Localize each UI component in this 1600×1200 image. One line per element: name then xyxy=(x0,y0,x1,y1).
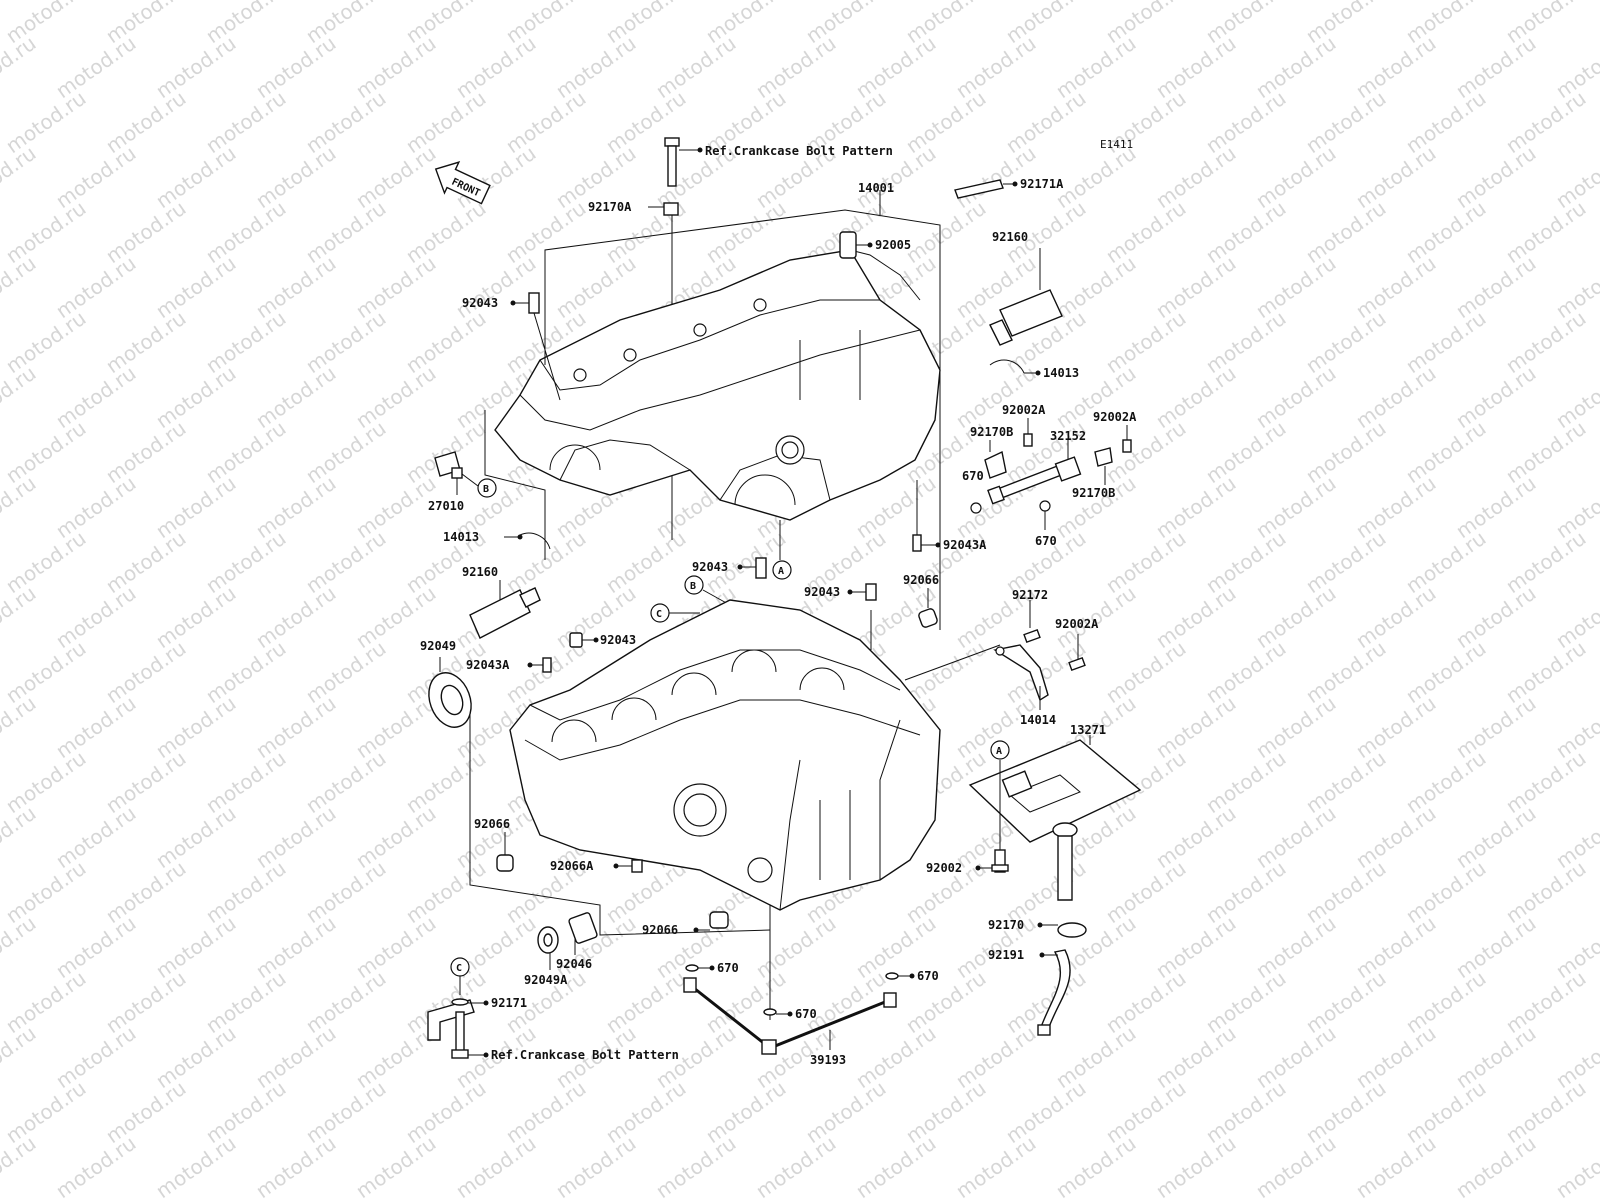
diagram-code: E1411 xyxy=(1100,138,1133,151)
part-14014-group: 92172 92002A 14014 xyxy=(993,588,1099,727)
label-14001: 14001 xyxy=(858,181,894,195)
upper-case-frame-left xyxy=(484,410,546,560)
label-670-a: 670 xyxy=(962,469,984,483)
label-92171: 92171 xyxy=(491,996,527,1010)
part-27010: B 27010 xyxy=(428,451,497,513)
label-92046: 92046 xyxy=(556,957,592,971)
label-14013-left: 14013 xyxy=(443,530,479,544)
label-14014: 14014 xyxy=(1020,713,1056,727)
part-92160-right: 92160 xyxy=(989,230,1063,346)
label-92002A-a: 92002A xyxy=(1002,403,1046,417)
label-92043-upper-left: 92043 xyxy=(462,296,498,310)
part-92171-bracket: C 92171 Ref.Crankcase Bolt Pattern xyxy=(427,957,679,1062)
marker-a-upper: A xyxy=(778,566,784,577)
part-39193-pipe: 670 670 670 39193 xyxy=(683,961,939,1067)
part-92005: 92005 xyxy=(839,231,911,259)
marker-b-lower: B xyxy=(690,581,696,592)
label-92160-right: 92160 xyxy=(992,230,1028,244)
label-92043A-left: 92043A xyxy=(466,658,510,672)
label-670-c: 670 xyxy=(717,961,739,975)
part-92066-c: 92066 xyxy=(642,911,729,937)
part-92043-upper-left: 92043 xyxy=(462,292,561,401)
label-92170A-top: 92170A xyxy=(588,200,632,214)
part-92043-b: 92043 xyxy=(804,583,877,650)
label-92043-mid: 92043 xyxy=(692,560,728,574)
part-92002: 92002 xyxy=(926,770,1009,875)
marker-b-sensor: B xyxy=(483,484,489,495)
label-670-d: 670 xyxy=(917,969,939,983)
label-92049A: 92049A xyxy=(524,973,568,987)
top-ref-label: Ref.Crankcase Bolt Pattern xyxy=(705,144,893,158)
part-92171A: 92171A xyxy=(954,177,1064,199)
label-92066-c: 92066 xyxy=(642,923,678,937)
label-27010: 27010 xyxy=(428,499,464,513)
label-13271: 13271 xyxy=(1070,723,1106,737)
label-92066A: 92066A xyxy=(550,859,594,873)
part-92066-a: 92066 xyxy=(903,573,939,628)
label-92002: 92002 xyxy=(926,861,962,875)
part-92043A-right: 92043A xyxy=(912,480,987,552)
label-92005: 92005 xyxy=(875,238,911,252)
label-39193: 39193 xyxy=(810,1053,846,1067)
label-92160-left: 92160 xyxy=(462,565,498,579)
part-92191-hose: 92170 92191 xyxy=(988,918,1087,1036)
label-670-b: 670 xyxy=(1035,534,1057,548)
label-92066-b: 92066 xyxy=(474,817,510,831)
label-92170: 92170 xyxy=(988,918,1024,932)
part-92049: 92049 xyxy=(420,639,472,728)
label-92191: 92191 xyxy=(988,948,1024,962)
label-92170B-b: 92170B xyxy=(1072,486,1115,500)
label-14013-right: 14013 xyxy=(1043,366,1079,380)
label-92043-c: 92043 xyxy=(600,633,636,647)
part-32152-pipe: 92002A 92002A 92170B 32152 670 92170B 67… xyxy=(962,403,1137,548)
label-92002A-c: 92002A xyxy=(1055,617,1099,631)
label-92171A: 92171A xyxy=(1020,177,1064,191)
bottom-ref-label: Ref.Crankcase Bolt Pattern xyxy=(491,1048,679,1062)
part-92066A: 92066A xyxy=(550,859,643,873)
part-92066-b: 92066 xyxy=(474,817,514,872)
front-arrow-icon: FRONT xyxy=(434,161,491,205)
upper-crankcase xyxy=(494,249,941,521)
label-92002A-b: 92002A xyxy=(1093,410,1137,424)
marker-c-bracket: C xyxy=(456,963,462,974)
part-14013-right: 14013 xyxy=(989,359,1079,380)
part-13271: A 13271 xyxy=(968,723,1142,901)
part-92046: 92046 92049A xyxy=(524,912,598,987)
label-92043A-right: 92043A xyxy=(943,538,987,552)
marker-c-lower: C xyxy=(656,609,662,620)
top-crankcase-bolt: Ref.Crankcase Bolt Pattern xyxy=(663,137,893,540)
label-92049: 92049 xyxy=(420,639,456,653)
label-92170B-a: 92170B xyxy=(970,425,1013,439)
label-670-e: 670 xyxy=(795,1007,817,1021)
label-92043-b: 92043 xyxy=(804,585,840,599)
part-92160-left: 92160 xyxy=(462,565,541,639)
label-92066-a: 92066 xyxy=(903,573,939,587)
label-92172: 92172 xyxy=(1012,588,1048,602)
part-14013-left: 14013 xyxy=(443,530,551,550)
marker-a-strainer: A xyxy=(996,746,1002,757)
lower-case-frame-right xyxy=(904,644,1001,681)
part-92043-c: 92043 92043A xyxy=(466,632,636,673)
lower-crankcase xyxy=(509,599,941,911)
part-92043-mid: 92043 xyxy=(692,557,767,579)
lower-case-frame xyxy=(469,715,771,936)
label-32152: 32152 xyxy=(1050,429,1086,443)
